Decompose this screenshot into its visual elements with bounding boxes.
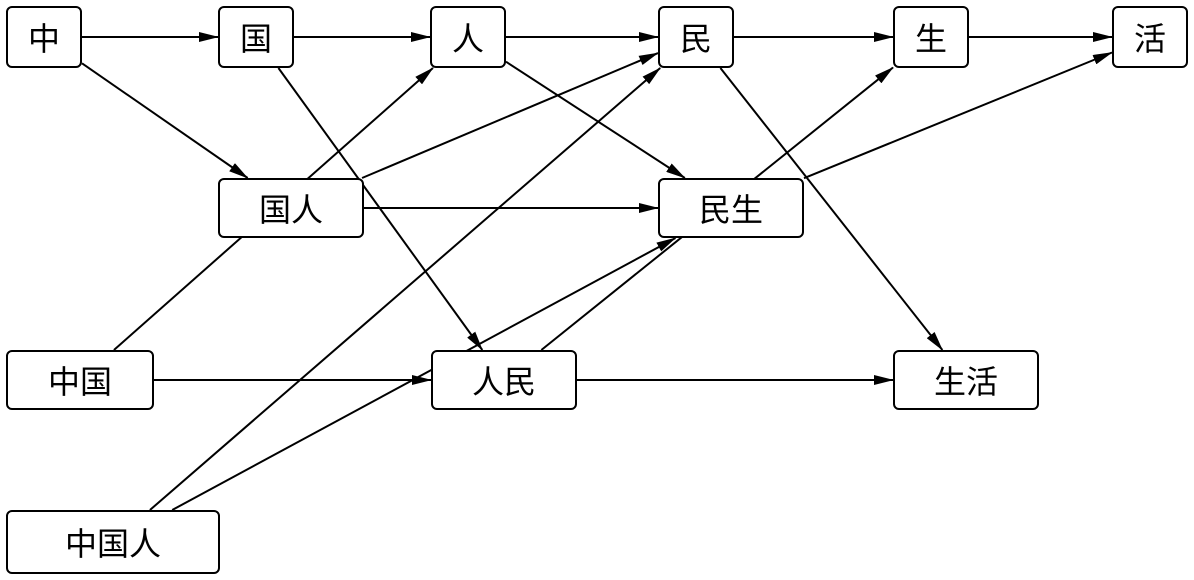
node-min[interactable]: 民 bbox=[658, 6, 734, 68]
edge-min-to-shenghuo bbox=[719, 67, 944, 351]
edge-zhong-to-guoren bbox=[81, 62, 249, 179]
edge-minsheng-to-huo bbox=[803, 51, 1113, 180]
node-guo[interactable]: 国 bbox=[218, 6, 294, 68]
edge-zhongguoren-to-min bbox=[149, 67, 661, 511]
node-guoren[interactable]: 国人 bbox=[218, 178, 364, 238]
node-zhongguo[interactable]: 中国 bbox=[6, 350, 154, 410]
node-zhongguoren[interactable]: 中国人 bbox=[6, 510, 220, 574]
node-shenghuo[interactable]: 生活 bbox=[893, 350, 1039, 410]
node-sheng[interactable]: 生 bbox=[893, 6, 969, 68]
node-ren[interactable]: 人 bbox=[430, 6, 506, 68]
node-renmin[interactable]: 人民 bbox=[431, 350, 577, 410]
edge-ren-to-minsheng bbox=[505, 60, 686, 179]
edge-guoren-to-min bbox=[361, 52, 659, 179]
node-huo[interactable]: 活 bbox=[1112, 6, 1188, 68]
edge-zhongguoren-to-minsheng bbox=[171, 237, 677, 511]
node-minsheng[interactable]: 民生 bbox=[658, 178, 804, 238]
node-zhong[interactable]: 中 bbox=[6, 6, 82, 68]
